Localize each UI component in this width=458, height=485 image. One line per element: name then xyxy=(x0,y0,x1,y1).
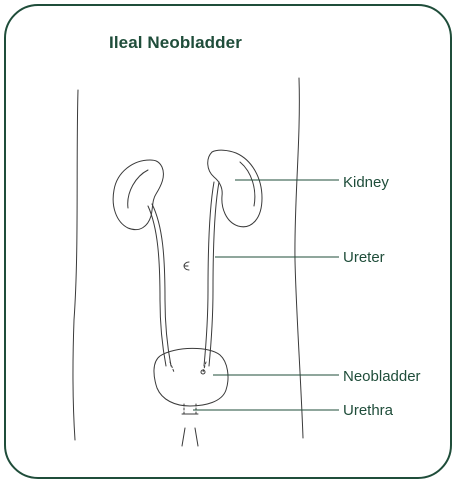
torso-left-outline xyxy=(73,90,78,440)
neobladder-label: Neobladder xyxy=(343,368,421,386)
ureter-label: Ureter xyxy=(343,249,385,267)
right-kidney-detail xyxy=(240,162,255,206)
left-kidney-detail xyxy=(128,170,148,208)
torso-right-outline xyxy=(295,78,303,438)
left-ureter-outer xyxy=(148,206,166,366)
urethra-tip xyxy=(182,428,198,446)
small-mark xyxy=(184,262,189,270)
kidney-label: Kidney xyxy=(343,174,389,192)
neobladder-left-insertion xyxy=(170,362,174,372)
right-ureter-outer xyxy=(204,182,214,366)
neobladder xyxy=(154,348,228,406)
urethra-label: Urethra xyxy=(343,402,393,420)
left-kidney xyxy=(113,160,163,230)
